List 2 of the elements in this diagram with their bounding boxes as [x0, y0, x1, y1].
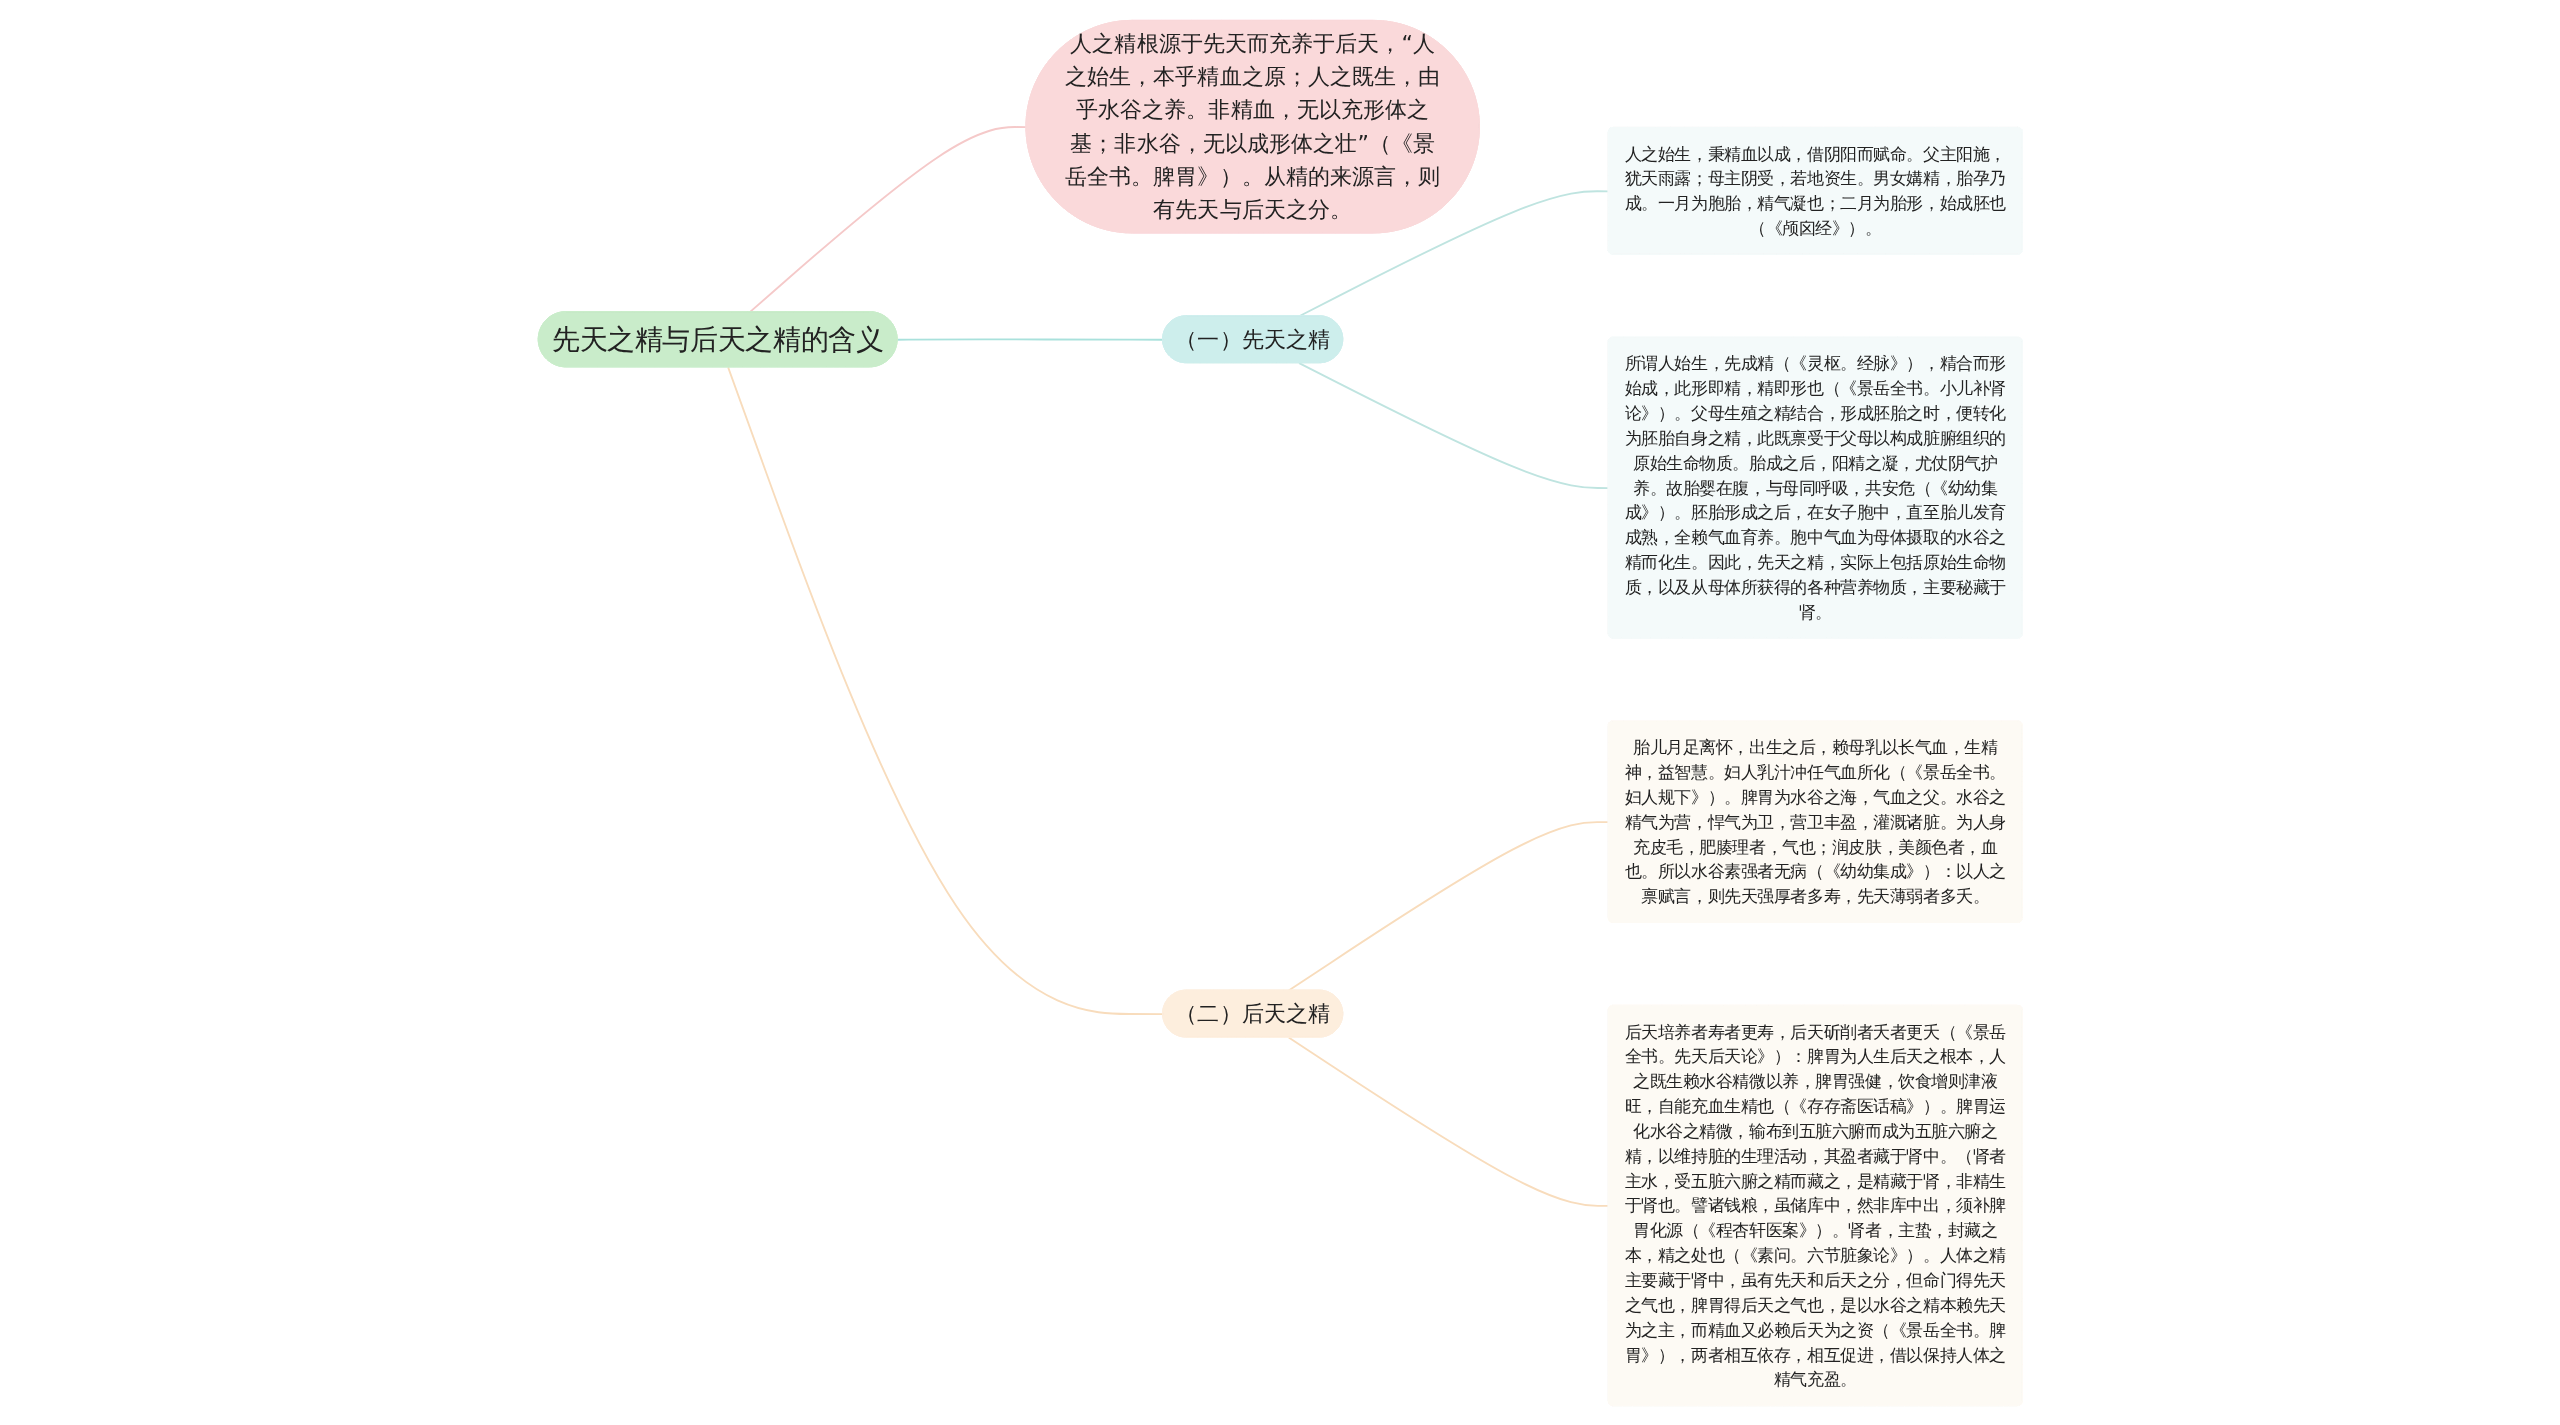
connector [726, 365, 1164, 1015]
connector [896, 337, 1164, 341]
